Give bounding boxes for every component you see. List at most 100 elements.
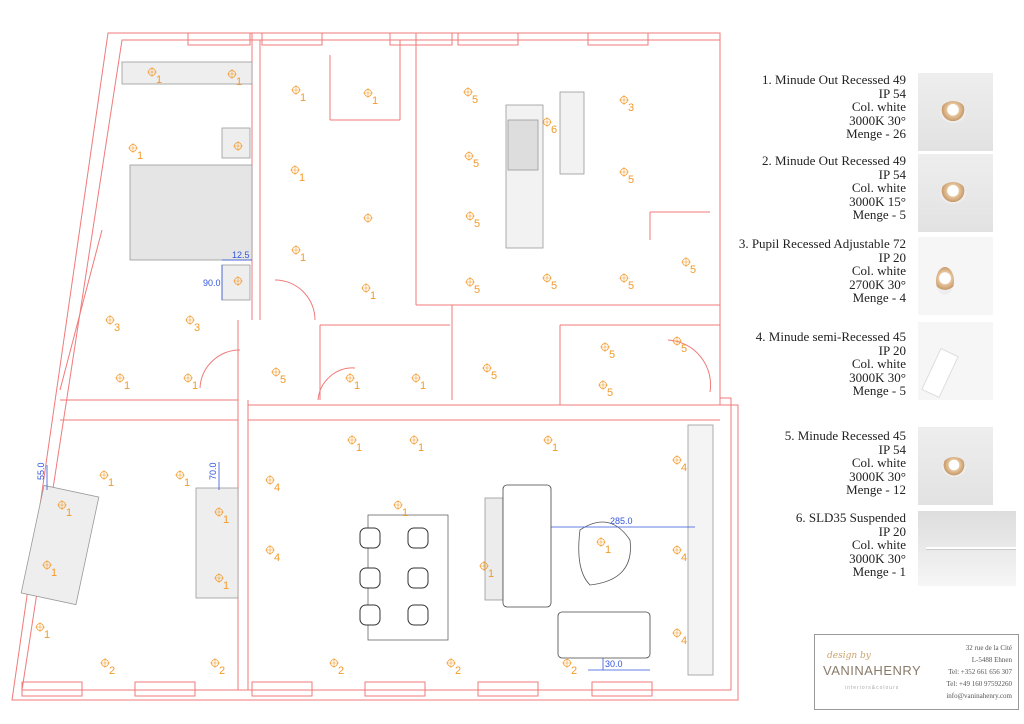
quantity: Menge - 1: [852, 564, 906, 579]
light-type-label: 5: [607, 387, 613, 399]
light-type-label: 3: [194, 322, 200, 334]
light-crosshair: [463, 87, 473, 97]
fixture-name: 5. Minude Recessed 45: [784, 428, 906, 443]
light-crosshair: [227, 69, 237, 79]
light-crosshair: [411, 373, 421, 383]
light-crosshair: [115, 373, 125, 383]
fixture-photo: [918, 237, 993, 315]
light-type-label: 2: [571, 665, 577, 677]
light-type-label: 1: [370, 290, 376, 302]
light-type-label: 1: [184, 477, 190, 489]
quantity: Menge - 12: [846, 482, 906, 497]
light-crosshair: [672, 336, 682, 346]
light-type-label: 1: [418, 442, 424, 454]
chair: [359, 604, 381, 626]
light-crosshair: [210, 658, 220, 668]
light-crosshair: [482, 363, 492, 373]
light-crosshair: [562, 658, 572, 668]
light-type-label: 5: [681, 343, 687, 355]
light-type-label: 1: [356, 442, 362, 454]
walls: [11, 32, 739, 701]
fixture-photo: [918, 427, 993, 505]
windows: [21, 32, 653, 697]
phone: Tel: +49 160 97592260: [946, 680, 1012, 688]
light-crosshair: [681, 257, 691, 267]
light-crosshair: [265, 475, 275, 485]
ip-rating: IP 20: [878, 249, 906, 265]
dimension-label: 90.0: [203, 278, 221, 288]
light-type-label: 2: [455, 665, 461, 677]
light-crosshair: [363, 213, 373, 223]
light-crosshair: [128, 143, 138, 153]
light-type-label: 5: [472, 94, 478, 106]
fixture-photo: [918, 73, 993, 151]
ip-rating: IP 20: [878, 342, 906, 358]
light-crosshair: [175, 470, 185, 480]
light-crosshair: [672, 628, 682, 638]
fixture-photo: [918, 511, 1016, 586]
color-temperature: 3000K 30°: [849, 112, 906, 128]
color-temperature: 3000K 30°: [849, 369, 906, 385]
fixture-name: 3. Pupil Recessed Adjustable 72: [738, 236, 906, 251]
light-type-label: 5: [474, 218, 480, 230]
light-crosshair: [363, 88, 373, 98]
light-type-label: 1: [300, 92, 306, 104]
light-crosshair: [214, 573, 224, 583]
ip-rating: IP 54: [878, 441, 906, 457]
light-crosshair: [100, 658, 110, 668]
light-crosshair: [291, 245, 301, 255]
light-type-label: 1: [223, 514, 229, 526]
light-crosshair: [598, 380, 608, 390]
light-type-label: 1: [124, 380, 130, 392]
light-type-label: 1: [137, 150, 143, 162]
light-type-label: 1: [156, 74, 162, 86]
light-type-label: 1: [51, 567, 57, 579]
color-temperature: 2700K 30°: [849, 276, 906, 292]
dimension-label: 30.0: [605, 659, 623, 669]
contact-info: 32 rue de la Cité L-5488 Ehnen Tel: +352…: [946, 642, 1012, 702]
light-type-label: 1: [223, 580, 229, 592]
dimension-label: 55.0: [36, 462, 46, 480]
quantity: Menge - 5: [852, 207, 906, 222]
logo-script: design by: [827, 651, 871, 661]
light-crosshair: [147, 67, 157, 77]
light-type-label: 5: [280, 374, 286, 386]
color-temperature: 3000K 30°: [849, 550, 906, 566]
light-crosshair: [329, 658, 339, 668]
light-type-label: 1: [488, 568, 494, 580]
light-type-label: 4: [681, 635, 687, 647]
logo-name: VANINAHENRY: [823, 663, 922, 678]
light-crosshair: [347, 435, 357, 445]
light-type-label: 5: [628, 280, 634, 292]
dimension-label: 285.0: [610, 516, 633, 526]
light-crosshair: [233, 276, 243, 286]
light-crosshair: [291, 85, 301, 95]
light-crosshair: [446, 658, 456, 668]
quantity: Menge - 4: [852, 290, 906, 305]
light-crosshair: [542, 117, 552, 127]
light-type-label: 4: [274, 552, 280, 564]
chair: [359, 527, 381, 549]
light-type-label: 1: [372, 95, 378, 107]
light-crosshair: [542, 273, 552, 283]
light-crosshair: [271, 367, 281, 377]
light-crosshair: [214, 507, 224, 517]
fixture-name: 2. Minude Out Recessed 49: [761, 153, 906, 168]
chair: [407, 604, 429, 626]
light-type-label: 1: [108, 477, 114, 489]
furniture: [20, 61, 714, 676]
fixture-color: Col. white: [851, 180, 906, 195]
light-crosshair: [600, 342, 610, 352]
light-type-label: 4: [681, 552, 687, 564]
light-crosshair: [290, 165, 300, 175]
fixture-color: Col. white: [851, 263, 906, 278]
color-temperature: 3000K 15°: [849, 193, 906, 209]
chair: [359, 567, 381, 589]
light-crosshair: [465, 277, 475, 287]
